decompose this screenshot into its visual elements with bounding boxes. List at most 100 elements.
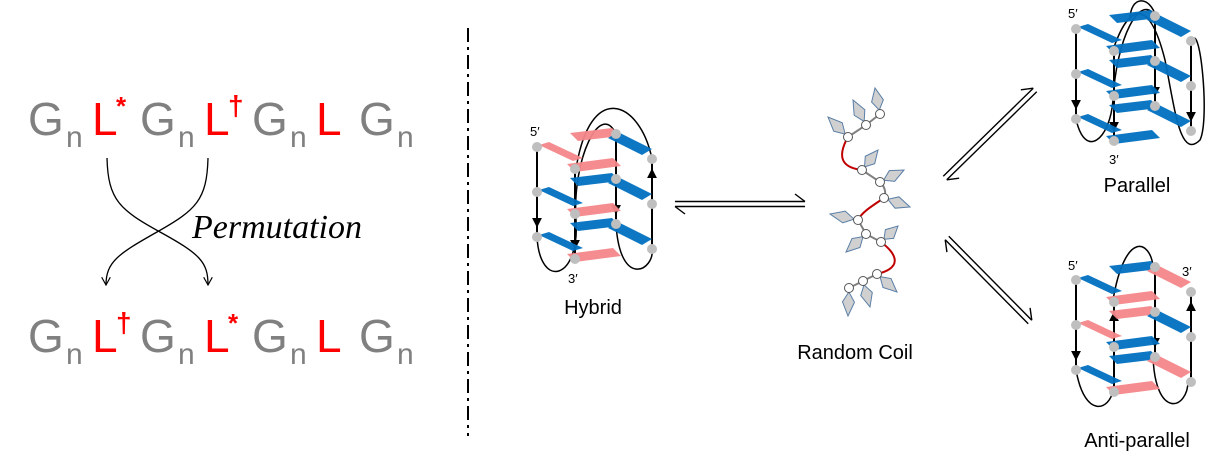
nucleotide-node xyxy=(861,120,871,130)
random-coil-label: Random Coil xyxy=(797,342,913,364)
hybrid-label: Hybrid xyxy=(564,297,622,319)
arrow-head xyxy=(1020,87,1034,91)
blue-tetrad-plate xyxy=(1078,365,1122,384)
base-diamond xyxy=(827,116,846,135)
guanine-node xyxy=(1071,69,1081,79)
blue-tetrad-plate xyxy=(539,187,583,206)
blue-tetrad-plate xyxy=(1078,69,1122,88)
nucleotide-node xyxy=(872,269,882,279)
pink-tetrad-plate xyxy=(567,158,621,172)
asterisk-mark: * xyxy=(116,91,127,121)
guanine-node xyxy=(570,254,580,264)
subscript-n: n xyxy=(66,338,83,371)
parallel-label: Parallel xyxy=(1104,175,1171,197)
reverse-arrow xyxy=(946,91,1038,181)
three-prime-label: 3′ xyxy=(1109,152,1119,167)
equilibrium-arrow xyxy=(944,235,1033,325)
guanine-run: G xyxy=(359,310,395,362)
guanine-node xyxy=(532,142,542,152)
base-diamond xyxy=(860,283,873,309)
permutation-arrow xyxy=(106,157,208,285)
guanine-node xyxy=(1109,342,1119,352)
blue-tetrad-plate xyxy=(1109,100,1159,113)
base-diamond xyxy=(879,276,898,293)
coil-loop-red xyxy=(857,197,885,221)
guanine-run: G xyxy=(140,310,176,362)
blue-tetrad-plate xyxy=(1078,275,1122,294)
asterisk-mark: * xyxy=(228,308,239,338)
parallel-quadruplex: 5′3′ xyxy=(1068,0,1205,167)
five-prime-label: 5′ xyxy=(1068,258,1078,273)
guanine-run: G xyxy=(28,310,64,362)
guanine-node xyxy=(1150,11,1160,21)
guanine-node xyxy=(1071,275,1081,285)
guanine-node xyxy=(570,164,580,174)
dagger-mark: † xyxy=(228,90,244,121)
pink-tetrad-plate xyxy=(1078,320,1122,339)
guanine-node xyxy=(1109,297,1119,307)
nucleotide-node xyxy=(853,215,863,225)
pink-tetrad-plate xyxy=(1106,381,1160,395)
loop-L: L xyxy=(204,310,230,362)
subscript-n: n xyxy=(66,121,83,154)
quadruplex-structures: 5′3′5′3′5′3′ xyxy=(530,0,1205,407)
blue-tetrad-plate xyxy=(1106,130,1160,144)
loop-strand xyxy=(1112,245,1154,301)
forward-arrow xyxy=(942,87,1034,177)
blue-tetrad-plate xyxy=(570,218,620,231)
guanine-node xyxy=(647,154,657,164)
subscript-n: n xyxy=(178,121,195,154)
arrow-head xyxy=(794,193,806,203)
nucleotide-node xyxy=(875,177,885,187)
guanine-node xyxy=(1186,377,1196,387)
pink-tetrad-plate xyxy=(1109,306,1159,319)
guanine-node xyxy=(532,187,542,197)
guanine-node xyxy=(1186,332,1196,342)
arrow-head xyxy=(944,239,948,253)
reverse-arrow xyxy=(944,239,1029,325)
guanine-run: G xyxy=(252,310,288,362)
guanine-node xyxy=(1071,365,1081,375)
guanine-node xyxy=(1150,101,1160,111)
blue-tetrad-plate xyxy=(570,173,620,186)
guanine-node xyxy=(1186,36,1196,46)
three-prime-label: 3′ xyxy=(1182,264,1192,279)
blue-tetrad-plate xyxy=(539,232,583,251)
blue-tetrad-plate xyxy=(1106,40,1160,54)
base-diamond xyxy=(841,291,856,318)
dagger-mark: † xyxy=(116,307,132,338)
subscript-n: n xyxy=(290,121,307,154)
blue-tetrad-plate xyxy=(1109,261,1159,274)
arrow-head xyxy=(946,177,960,181)
loop-L: L xyxy=(92,310,118,362)
pink-tetrad-plate xyxy=(567,248,621,262)
guanine-node xyxy=(1071,24,1081,34)
base-diamond xyxy=(863,149,879,168)
guanine-node xyxy=(1109,136,1119,146)
loop-L: L xyxy=(204,93,230,145)
nucleotide-node xyxy=(876,237,886,247)
guanine-node xyxy=(1071,320,1081,330)
coil-loop-red xyxy=(841,136,863,171)
guanine-node xyxy=(611,129,621,139)
equilibrium-arrows xyxy=(674,87,1038,325)
guanine-node xyxy=(1186,126,1196,136)
base-diamond xyxy=(871,86,884,111)
blue-tetrad-plate xyxy=(1106,336,1160,350)
guanine-node xyxy=(1109,387,1119,397)
guanine-node xyxy=(647,199,657,209)
pink-tetrad-plate xyxy=(1106,291,1160,305)
nucleotide-node xyxy=(843,132,853,142)
nucleotide-node xyxy=(858,276,868,286)
guanine-node xyxy=(1150,307,1160,317)
nucleotide-node xyxy=(844,283,854,293)
guanine-node xyxy=(1109,91,1119,101)
five-prime-label: 5′ xyxy=(530,124,540,139)
guanine-node xyxy=(1150,56,1160,66)
nucleotide-node xyxy=(879,193,889,203)
guanine-node xyxy=(647,244,657,254)
antiparallel-quadruplex: 5′ 3′ xyxy=(1068,245,1196,407)
